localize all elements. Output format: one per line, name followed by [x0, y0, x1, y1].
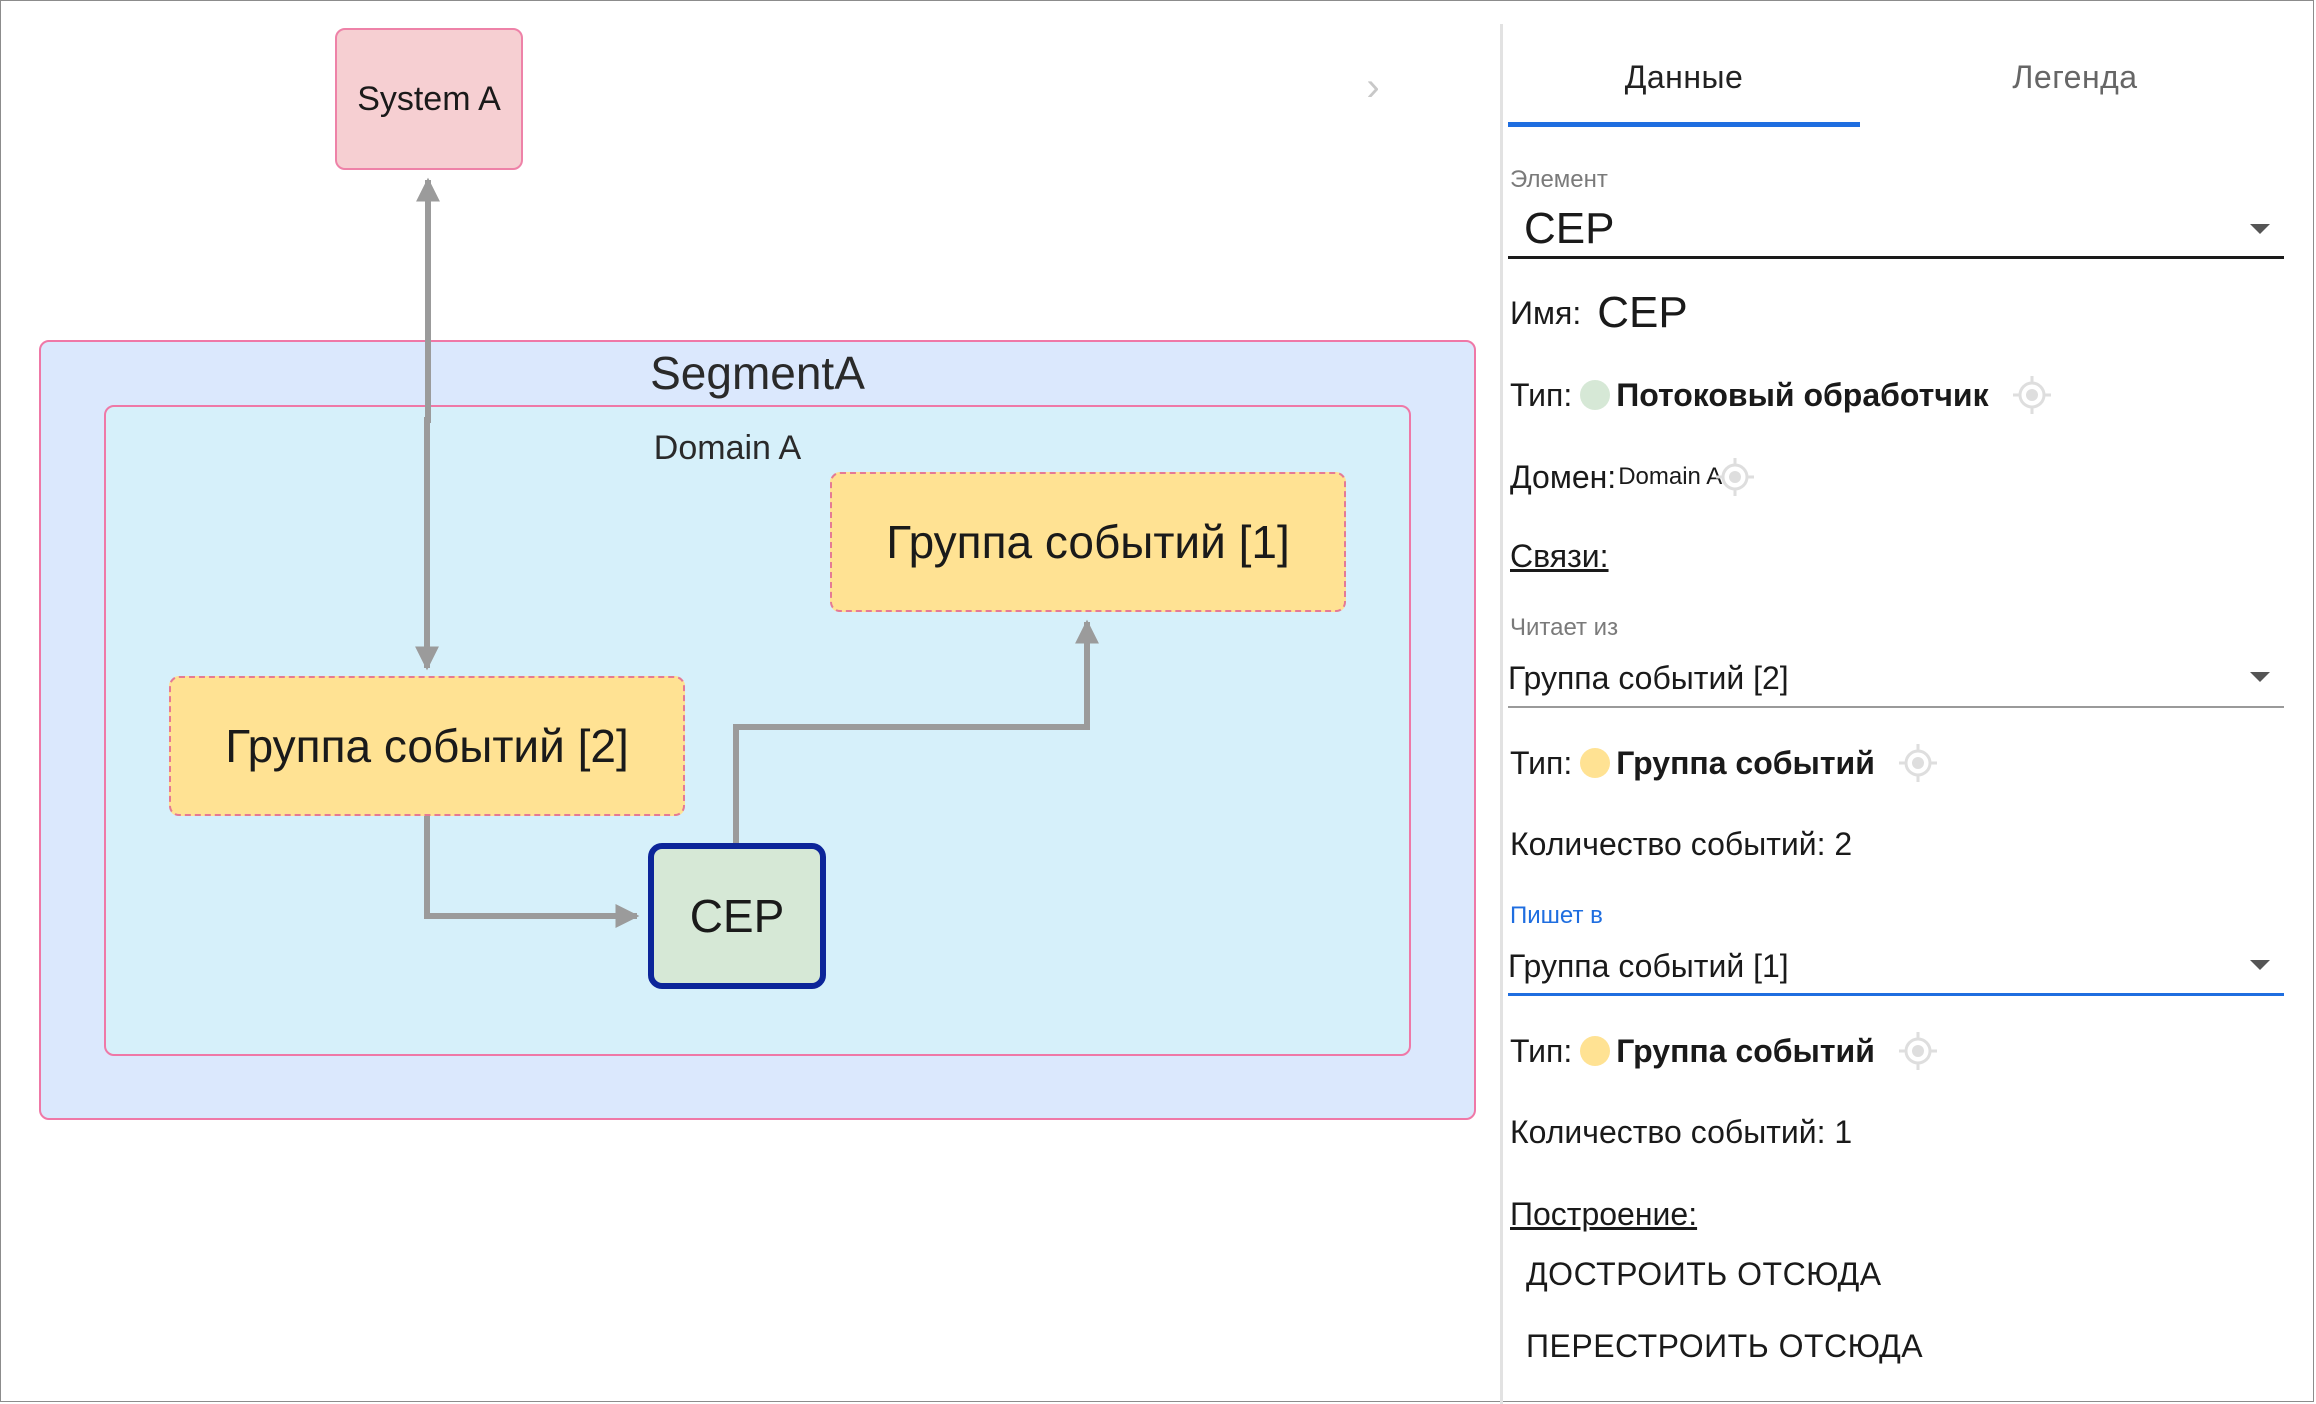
node-system-a[interactable]: System A — [335, 28, 523, 170]
type-label: Тип: — [1510, 376, 1573, 413]
locate-icon[interactable] — [1897, 742, 1939, 784]
domain-value: Domain A — [1618, 463, 1723, 490]
name-value: CEP — [1597, 288, 1688, 337]
node-event-group-1[interactable]: Группа событий [1] — [830, 472, 1346, 612]
domain-row: Домен: Domain A — [1510, 456, 1756, 498]
writes-to-type-row: Тип: Группа событий — [1510, 1030, 1939, 1072]
element-select-label: Элемент — [1510, 166, 1608, 193]
rebuild-from-here-button[interactable]: ПЕРЕСТРОИТЬ ОТСЮДА — [1526, 1328, 1924, 1364]
type-value: Потоковый обработчик — [1616, 376, 1989, 413]
element-select-value: CEP — [1524, 204, 1615, 253]
links-section-title: Связи: — [1510, 538, 1609, 574]
domain-label: Домен: — [1510, 458, 1617, 495]
chevron-right-icon[interactable]: › — [1366, 65, 1380, 109]
writes-to-underline — [1508, 993, 2284, 996]
node-cep[interactable]: CEP — [648, 843, 826, 989]
node-event-group-2-label: Группа событий [2] — [225, 720, 629, 772]
node-event-group-2[interactable]: Группа событий [2] — [169, 676, 685, 816]
locate-icon[interactable] — [1714, 456, 1756, 498]
tab-data[interactable]: Данные — [1624, 59, 1744, 95]
writes-to-label: Пишет в — [1510, 902, 1603, 929]
writes-to-select[interactable]: Группа событий [1] — [1508, 942, 2284, 994]
writes-to-type-value: Группа событий — [1616, 1032, 1875, 1069]
node-system-a-label: System A — [357, 79, 501, 118]
segment-title: SegmentA — [650, 347, 865, 399]
tab-legend[interactable]: Легенда — [2012, 59, 2138, 95]
type-color-dot — [1580, 1036, 1611, 1066]
node-event-group-1-label: Группа событий [1] — [886, 516, 1290, 568]
type-color-dot — [1580, 748, 1611, 778]
reads-from-label: Читает из — [1510, 614, 1619, 641]
writes-to-value: Группа событий [1] — [1508, 948, 1789, 984]
name-row: Имя: CEP — [1510, 288, 1688, 338]
chevron-down-icon — [2250, 224, 2270, 234]
domain-title: Domain A — [653, 429, 802, 467]
name-label: Имя: — [1510, 294, 1582, 331]
reads-from-underline — [1508, 706, 2284, 708]
writes-to-type-label: Тип: — [1510, 1032, 1573, 1069]
chevron-down-icon — [2250, 672, 2270, 682]
reads-from-count: Количество событий: 2 — [1510, 826, 1853, 862]
reads-from-select[interactable]: Группа событий [2] — [1508, 654, 2284, 706]
reads-from-type-value: Группа событий — [1616, 744, 1875, 781]
locate-icon[interactable] — [1897, 1030, 1939, 1072]
locate-icon[interactable] — [2011, 374, 2053, 416]
reads-from-value: Группа событий [2] — [1508, 660, 1789, 696]
diagram-canvas[interactable]: SegmentA Domain A System A Группа событи… — [0, 0, 1500, 1404]
type-color-dot — [1580, 380, 1611, 410]
panel-divider — [1500, 24, 1503, 1404]
build-from-here-button[interactable]: ДОСТРОИТЬ ОТСЮДА — [1526, 1256, 1882, 1292]
active-tab-indicator — [1508, 122, 1860, 127]
type-row: Тип: Потоковый обработчик — [1510, 374, 2053, 416]
reads-from-type-label: Тип: — [1510, 744, 1573, 781]
build-section-title: Построение: — [1510, 1196, 1698, 1232]
chevron-down-icon — [2250, 960, 2270, 970]
writes-to-count: Количество событий: 1 — [1510, 1114, 1853, 1150]
node-cep-label: CEP — [689, 890, 785, 942]
details-panel: Данные Легенда Элемент CEP Имя: CEP Тип:… — [1508, 0, 2316, 1404]
element-select[interactable]: CEP — [1508, 196, 2284, 260]
reads-from-type-row: Тип: Группа событий — [1510, 742, 1939, 784]
element-select-underline — [1508, 256, 2284, 259]
